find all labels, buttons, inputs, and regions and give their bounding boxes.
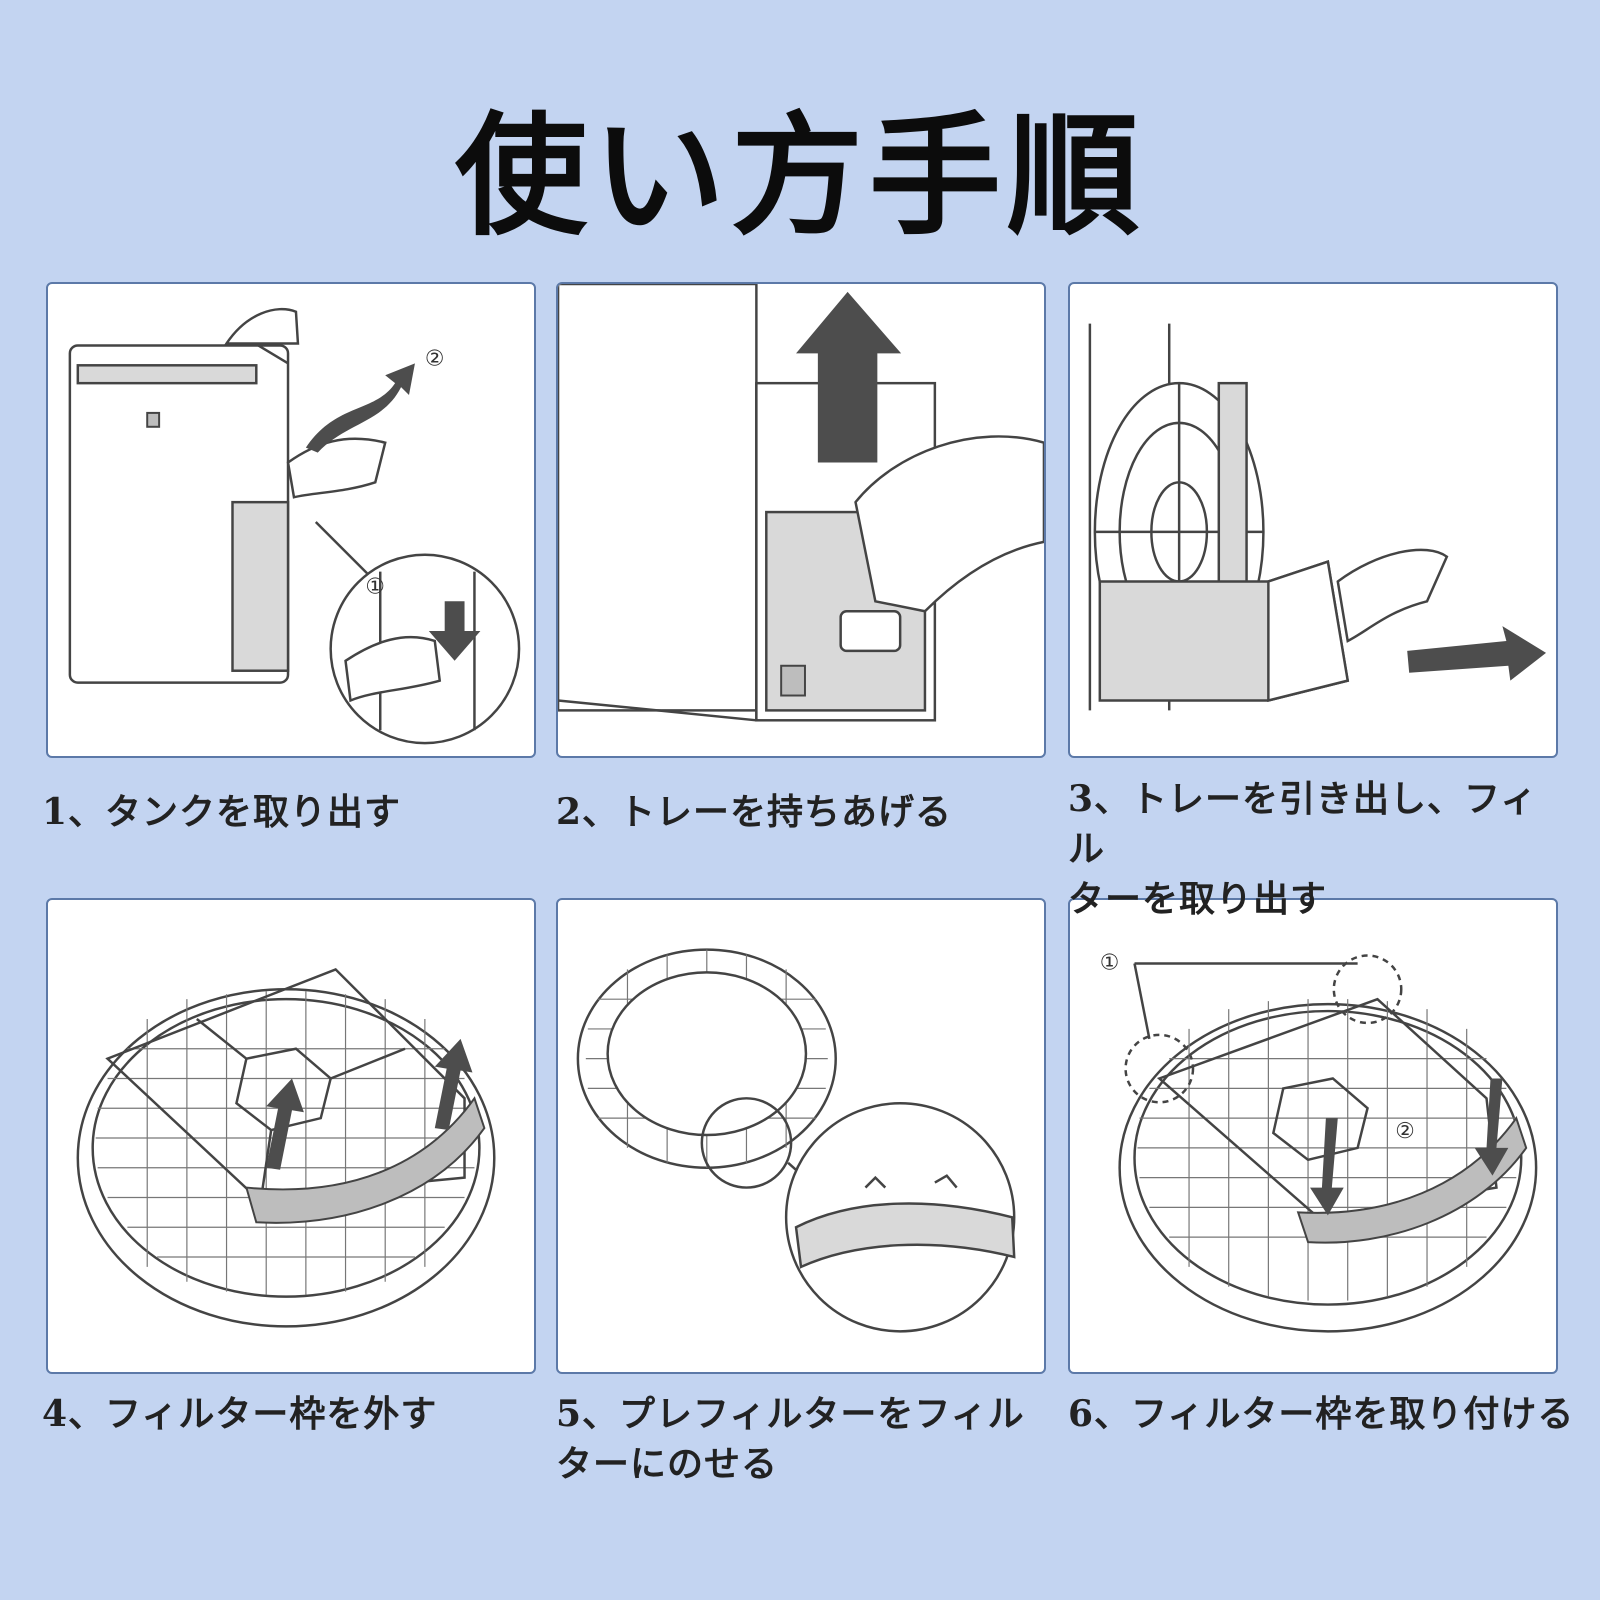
marker-circle-1: ① [365,574,385,599]
step-4-illustration [46,898,536,1374]
step-3-illustration [1068,282,1558,758]
step-3-caption: 3、トレーを引き出し、フィル ターを取り出す [1068,778,1538,920]
step-2-caption: 2、トレーを持ちあげる [556,791,953,833]
marker-circle-2: ② [1395,1119,1415,1144]
step-2-illustration [556,282,1046,758]
step-5-caption: 5、プレフィルターをフィル ターにのせる [556,1393,1025,1485]
step-4-caption: 4、フィルター枠を外す [42,1393,438,1435]
page-title: 使い方手順 [455,100,1145,254]
step-1-illustration: ② ① [46,282,536,758]
marker-circle-2: ② [425,346,445,371]
marker-circle-1: ① [1100,950,1120,975]
step-6-caption: 6、フィルター枠を取り付ける [1068,1393,1575,1435]
step-1-caption: 1、タンクを取り出す [42,791,402,833]
step-5-illustration [556,898,1046,1374]
step-6-illustration: ① ② [1068,898,1558,1374]
